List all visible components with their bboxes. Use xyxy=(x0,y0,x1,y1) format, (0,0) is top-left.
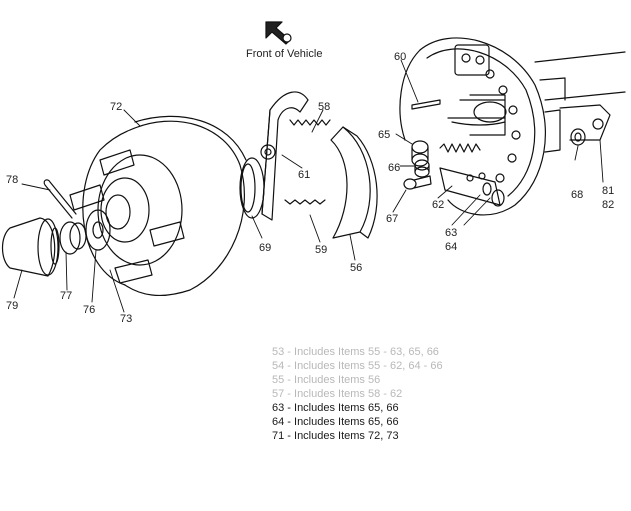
note-63: 63 - Includes Items 65, 66 xyxy=(272,402,399,414)
callout-67: 67 xyxy=(386,213,398,225)
callout-60: 60 xyxy=(394,51,406,63)
callout-79: 79 xyxy=(6,300,18,312)
callout-62: 62 xyxy=(432,199,444,211)
leader-lines xyxy=(13,59,604,313)
gear-65 xyxy=(411,140,429,167)
callout-66: 66 xyxy=(388,162,400,174)
spring-upper xyxy=(439,143,481,153)
nut-77 xyxy=(59,221,87,255)
callout-78: 78 xyxy=(6,174,18,186)
callout-82: 82 xyxy=(602,199,614,211)
bolt-67 xyxy=(403,175,432,190)
callout-68: 68 xyxy=(571,189,583,201)
includes-notes-list: 53 - Includes Items 55 - 63, 65, 66 54 -… xyxy=(272,345,443,443)
callout-64: 64 xyxy=(445,241,457,253)
front-of-vehicle-label: Front of Vehicle xyxy=(246,48,322,60)
dust-cap-79 xyxy=(1,217,60,277)
callout-76: 76 xyxy=(83,304,95,316)
callout-56: 56 xyxy=(350,262,362,274)
nut-68 xyxy=(570,128,586,146)
callout-69: 69 xyxy=(259,242,271,254)
note-53: 53 - Includes Items 55 - 63, 65, 66 xyxy=(272,346,439,358)
note-64: 64 - Includes Items 65, 66 xyxy=(272,416,399,428)
note-54: 54 - Includes Items 55 - 62, 64 - 66 xyxy=(272,360,443,372)
brake-drum xyxy=(69,115,247,296)
callout-77: 77 xyxy=(60,290,72,302)
brake-shoe-rear xyxy=(330,126,378,239)
cotter-pin-78 xyxy=(43,179,77,219)
callout-81: 81 xyxy=(602,185,614,197)
callout-73: 73 xyxy=(120,313,132,325)
note-71: 71 - Includes Items 72, 73 xyxy=(272,430,399,442)
callout-72: 72 xyxy=(110,101,122,113)
callout-65: 65 xyxy=(378,129,390,141)
seal-69 xyxy=(239,157,265,219)
washer-76 xyxy=(85,209,111,251)
arrow-icon xyxy=(265,21,292,45)
callout-61: 61 xyxy=(298,169,310,181)
callout-58: 58 xyxy=(318,101,330,113)
pin-60 xyxy=(411,99,441,110)
callout-59: 59 xyxy=(315,244,327,256)
callout-labels: 72 58 60 65 78 61 66 68 81 82 67 62 63 6… xyxy=(6,51,614,325)
note-57: 57 - Includes Items 58 - 62 xyxy=(272,388,403,400)
note-55: 55 - Includes Items 56 xyxy=(272,374,381,386)
callout-63: 63 xyxy=(445,227,457,239)
adjuster-assembly xyxy=(439,167,505,207)
backing-plate xyxy=(399,37,626,216)
